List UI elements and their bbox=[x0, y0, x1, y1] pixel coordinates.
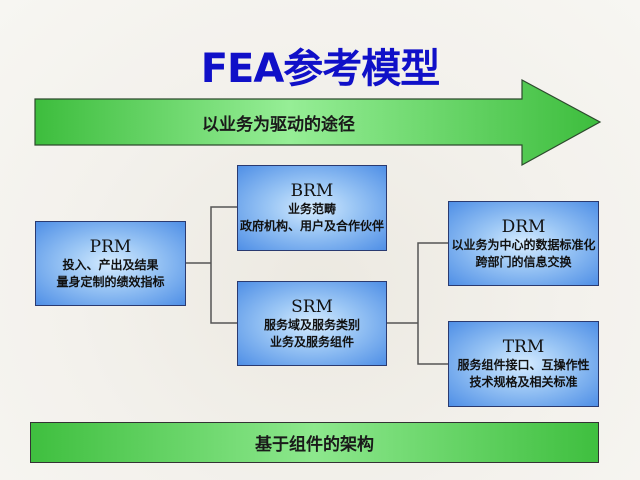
trm-line-1: 服务组件接口、互操作性 bbox=[457, 358, 590, 372]
srm-line-1: 服务域及服务类别 bbox=[263, 317, 360, 332]
brm-box: BRM 业务范畴 政府机构、用户及合作伙伴 bbox=[237, 165, 387, 251]
trm-title: TRM bbox=[502, 337, 545, 357]
prm-title: PRM bbox=[89, 236, 132, 257]
drm-title: DRM bbox=[501, 216, 546, 237]
srm-box: SRM 服务域及服务类别 业务及服务组件 bbox=[237, 281, 387, 366]
page-title: FEA参考模型 bbox=[200, 46, 441, 92]
drm-line-2: 跨部门的信息交换 bbox=[475, 254, 572, 269]
prm-box: PRM 投入、产出及结果 量身定制的绩效指标 bbox=[35, 221, 186, 306]
brm-line-2: 政府机构、用户及合作伙伴 bbox=[239, 219, 384, 233]
drm-box: DRM 以业务为中心的数据标准化 跨部门的信息交换 bbox=[448, 201, 599, 286]
process-arrow bbox=[34, 78, 602, 167]
prm-line-2: 量身定制的绩效指标 bbox=[56, 274, 165, 289]
drm-line-1: 以业务为中心的数据标准化 bbox=[451, 237, 596, 252]
brm-title: BRM bbox=[290, 181, 334, 201]
bottom-bar: 基于组件的架构 bbox=[30, 422, 599, 463]
connector-lines bbox=[186, 206, 448, 365]
trm-line-2: 技术规格及相关标准 bbox=[469, 375, 578, 389]
srm-line-2: 业务及服务组件 bbox=[269, 334, 354, 349]
prm-line-1: 投入、产出及结果 bbox=[62, 257, 159, 272]
brm-line-1: 业务范畴 bbox=[287, 202, 336, 216]
srm-title: SRM bbox=[291, 296, 333, 317]
bottom-bar-label: 基于组件的架构 bbox=[255, 435, 374, 455]
top-arrow-label: 以业务为驱动的途径 bbox=[202, 115, 355, 135]
trm-box: TRM 服务组件接口、互操作性 技术规格及相关标准 bbox=[448, 321, 599, 407]
